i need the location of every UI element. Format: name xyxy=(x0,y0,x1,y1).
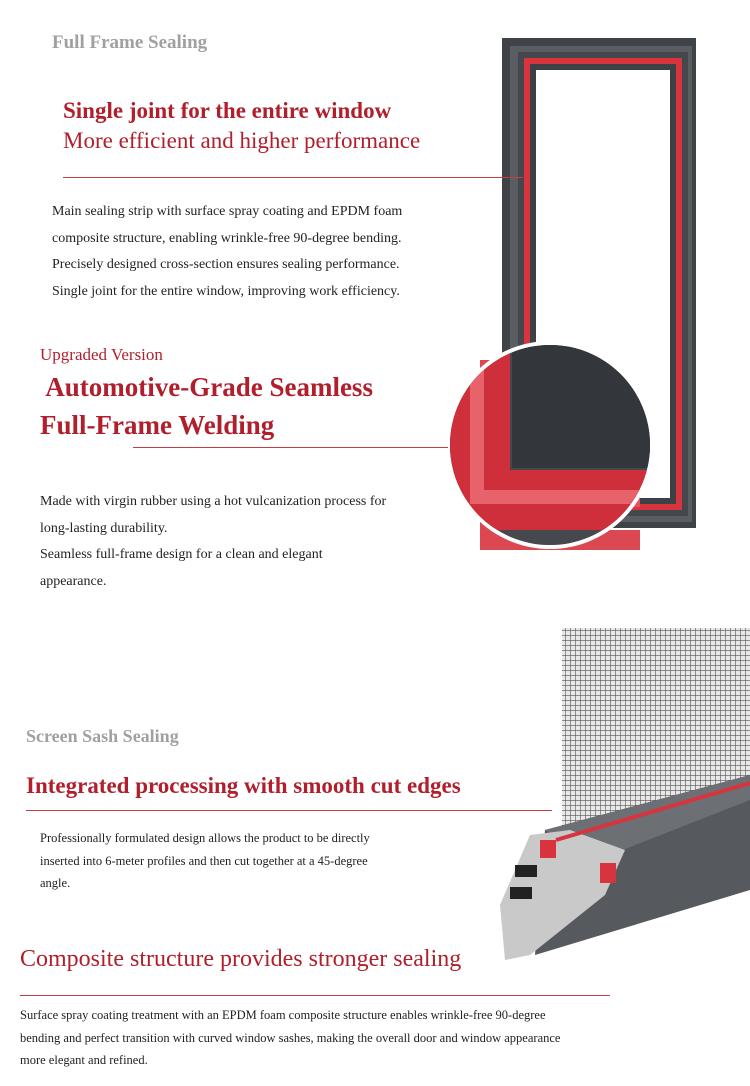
section-label-screen-sash: Screen Sash Sealing xyxy=(26,726,179,746)
section4-body: Surface spray coating treatment with an … xyxy=(20,1004,560,1072)
section2-label: Upgraded Version xyxy=(40,345,163,364)
divider xyxy=(26,810,552,811)
body-line: bending and perfect transition with curv… xyxy=(20,1030,561,1045)
body-line: Single joint for the entire window, impr… xyxy=(52,283,400,299)
section3-title: Integrated processing with smooth cut ed… xyxy=(26,773,461,798)
screen-sash-illustration xyxy=(500,628,750,960)
divider xyxy=(133,447,448,448)
body-line: angle. xyxy=(40,876,71,890)
body-line: Precisely designed cross-section ensures… xyxy=(52,257,400,272)
body-line: long-lasting durability. xyxy=(40,520,168,536)
body-line: Made with virgin rubber using a hot vulc… xyxy=(40,494,387,509)
section1-subtitle: More efficient and higher performance xyxy=(63,128,421,153)
body-line: composite structure, enabling wrinkle-fr… xyxy=(52,230,402,246)
section2-title-line1: Automotive-Grade Seamless xyxy=(40,372,373,402)
body-line: inserted into 6-meter profiles and then … xyxy=(40,853,368,868)
section4-title: Composite structure provides stronger se… xyxy=(20,946,462,972)
section2-title-line2: Full-Frame Welding xyxy=(40,410,275,440)
body-line: Main sealing strip with surface spray co… xyxy=(52,204,403,219)
magnifier-mask xyxy=(450,345,650,545)
section-label-full-frame: Full Frame Sealing xyxy=(52,32,208,53)
body-line: Surface spray coating treatment with an … xyxy=(20,1008,546,1022)
section3-body: Professionally formulated design allows … xyxy=(40,827,370,895)
body-line: Professionally formulated design allows … xyxy=(40,831,370,845)
body-line: appearance. xyxy=(40,573,107,589)
divider xyxy=(20,995,610,996)
section1-body: Main sealing strip with surface spray co… xyxy=(52,199,402,305)
body-line: Seamless full-frame design for a clean a… xyxy=(40,547,323,562)
body-line: more elegant and refined. xyxy=(20,1053,148,1067)
section1-title: Single joint for the entire window xyxy=(63,98,392,123)
divider xyxy=(63,177,523,178)
section2-body: Made with virgin rubber using a hot vulc… xyxy=(40,489,386,595)
